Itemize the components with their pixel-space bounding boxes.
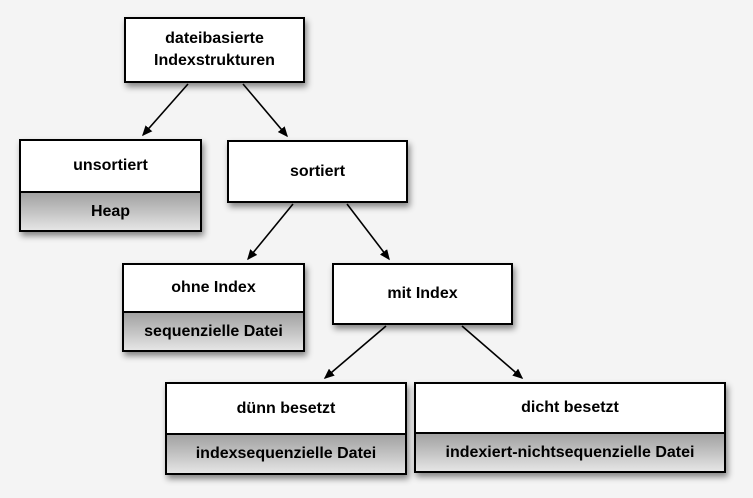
node-unsortiert-sublabel: Heap xyxy=(21,191,200,230)
edge-mit-index-dicht xyxy=(461,325,524,379)
node-duenn-besetzt-sublabel: indexsequenzielle Datei xyxy=(167,433,405,473)
edge-sortiert-mit-index xyxy=(346,203,390,261)
node-dicht-besetzt: dicht besetzt indexiert-nichtsequenziell… xyxy=(414,382,726,473)
edge-root-sortiert xyxy=(242,83,288,138)
node-unsortiert: unsortiert Heap xyxy=(19,139,202,232)
node-mit-index: mit Index xyxy=(332,263,513,325)
node-sortiert-label: sortiert xyxy=(289,162,346,180)
node-ohne-index: ohne Index sequenzielle Datei xyxy=(122,263,305,352)
node-root-label: dateibasierte Indexstrukturen xyxy=(154,30,275,69)
edge-mit-index-duenn xyxy=(323,325,387,379)
node-sortiert: sortiert xyxy=(227,140,408,203)
node-root: dateibasierte Indexstrukturen xyxy=(124,17,305,83)
node-ohne-index-label: ohne Index xyxy=(171,279,256,297)
edge-root-unsortiert xyxy=(142,83,189,137)
edge-sortiert-ohne-index xyxy=(247,203,294,261)
node-dicht-besetzt-sublabel: indexiert-nichtsequenzielle Datei xyxy=(416,432,724,471)
node-unsortiert-label: unsortiert xyxy=(73,157,148,175)
node-duenn-besetzt: dünn besetzt indexsequenzielle Datei xyxy=(165,382,407,475)
node-dicht-besetzt-label: dicht besetzt xyxy=(521,399,619,417)
node-duenn-besetzt-label: dünn besetzt xyxy=(236,399,336,417)
node-ohne-index-sublabel: sequenzielle Datei xyxy=(124,311,303,350)
node-mit-index-label: mit Index xyxy=(387,285,458,303)
